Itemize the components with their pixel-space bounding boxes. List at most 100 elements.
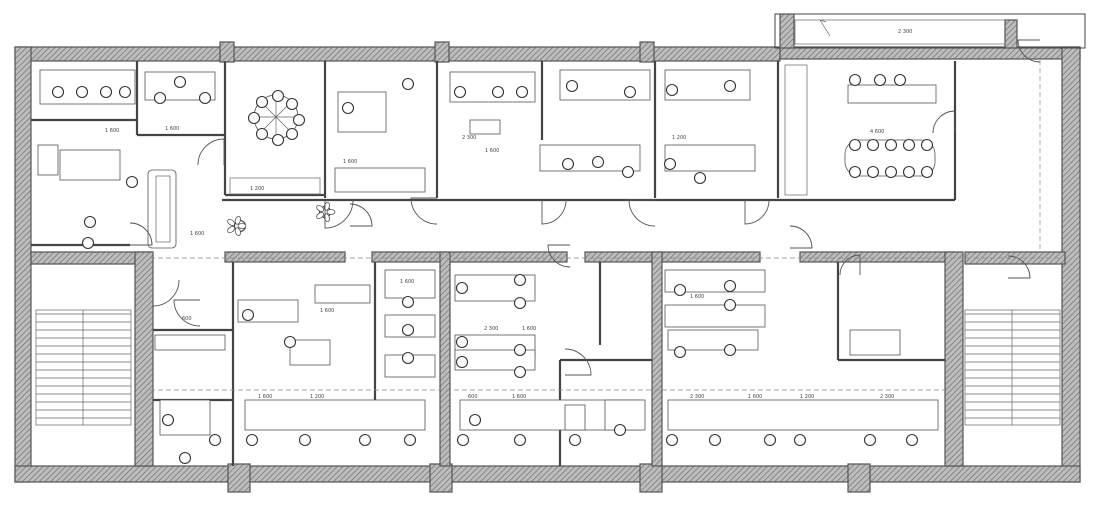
dimension-label: 2 300 <box>484 326 498 332</box>
chair <box>663 157 677 171</box>
chair <box>455 355 469 369</box>
stair-west <box>35 309 132 426</box>
desk <box>664 144 756 172</box>
credenza <box>847 84 937 104</box>
dimension-label: 1 600 <box>258 394 272 400</box>
chair <box>241 308 255 322</box>
chair <box>565 79 579 93</box>
chair <box>83 215 97 229</box>
chair <box>665 83 679 97</box>
chair <box>341 101 355 115</box>
chair <box>271 89 285 103</box>
chair <box>51 85 65 99</box>
chair <box>723 298 737 312</box>
desk <box>154 334 226 351</box>
chair <box>866 138 880 152</box>
dimension-label: 1 600 <box>485 148 499 154</box>
dimension-label: 600 <box>468 394 478 400</box>
dimension-label: 1 200 <box>800 394 814 400</box>
chair <box>902 165 916 179</box>
chair <box>255 95 269 109</box>
south-pier <box>227 463 251 493</box>
chair <box>621 165 635 179</box>
desk <box>39 69 136 105</box>
chair <box>178 451 192 465</box>
bearing-wall <box>651 251 663 467</box>
corridor-south-wall <box>224 251 346 263</box>
door-swing <box>152 279 180 307</box>
door-swing <box>1007 255 1031 279</box>
plant-leaf <box>227 226 236 234</box>
corridor-south-wall <box>799 251 956 263</box>
chair <box>247 111 261 125</box>
chair <box>905 433 919 447</box>
chair <box>723 79 737 93</box>
north-pier <box>639 41 655 63</box>
chair <box>873 73 887 87</box>
exterior-walls <box>14 41 1081 493</box>
door-swing <box>129 222 153 246</box>
chair <box>920 138 934 152</box>
dimension-label: 1 600 <box>320 308 334 314</box>
chair <box>99 85 113 99</box>
chair <box>723 343 737 357</box>
desk <box>664 269 766 293</box>
plant-leaf <box>234 216 241 225</box>
corridor-south-wall <box>584 251 761 263</box>
chair <box>884 138 898 152</box>
desk <box>849 329 901 356</box>
chair <box>283 335 297 349</box>
chair <box>513 343 527 357</box>
corridor-south-wall <box>30 251 152 265</box>
dimension-labels: 1 600 1 600 2 300 1 200 1 600 2 300 1 60… <box>105 29 912 400</box>
stair-east <box>964 309 1061 426</box>
dimension-label: 1 600 <box>190 231 204 237</box>
north-wall <box>14 46 781 62</box>
chair <box>866 165 880 179</box>
chair <box>173 75 187 89</box>
desk <box>244 399 426 431</box>
door-swing <box>173 299 201 327</box>
dimension-label: 1 600 <box>165 126 179 132</box>
chair <box>75 85 89 99</box>
dimension-label: 1 200 <box>310 394 324 400</box>
door-swing <box>547 244 571 268</box>
north-pier <box>219 41 235 63</box>
desk <box>384 269 436 299</box>
plant-leaf <box>316 212 325 220</box>
reference-lines <box>150 60 1062 391</box>
chair <box>884 165 898 179</box>
south-wall <box>14 465 1081 483</box>
chair <box>623 85 637 99</box>
dimension-label: 1 600 <box>512 394 526 400</box>
balcony-outline <box>774 13 1086 49</box>
chair <box>513 433 527 447</box>
stair-frame <box>35 309 132 426</box>
chair <box>125 175 139 189</box>
plant-leaf <box>227 218 236 226</box>
chair <box>401 351 415 365</box>
balcony-wall <box>779 13 795 49</box>
balcony-arrow <box>819 19 827 23</box>
chair <box>902 138 916 152</box>
desk <box>289 339 331 366</box>
lounge <box>147 169 177 249</box>
chair <box>673 283 687 297</box>
chair <box>198 91 212 105</box>
dimension-label: 1 600 <box>690 294 704 300</box>
door-swing <box>744 199 770 225</box>
dimension-label: 2 300 <box>462 135 476 141</box>
chair <box>255 127 269 141</box>
chair <box>401 323 415 337</box>
desk <box>664 304 766 328</box>
cabinet <box>229 177 321 195</box>
north-pier <box>434 41 450 63</box>
chair <box>848 138 862 152</box>
chair <box>513 296 527 310</box>
desk <box>564 404 586 431</box>
desk <box>539 144 641 172</box>
south-pier <box>639 463 663 493</box>
door-swing <box>410 197 438 225</box>
dimension-label: 1 600 <box>522 326 536 332</box>
